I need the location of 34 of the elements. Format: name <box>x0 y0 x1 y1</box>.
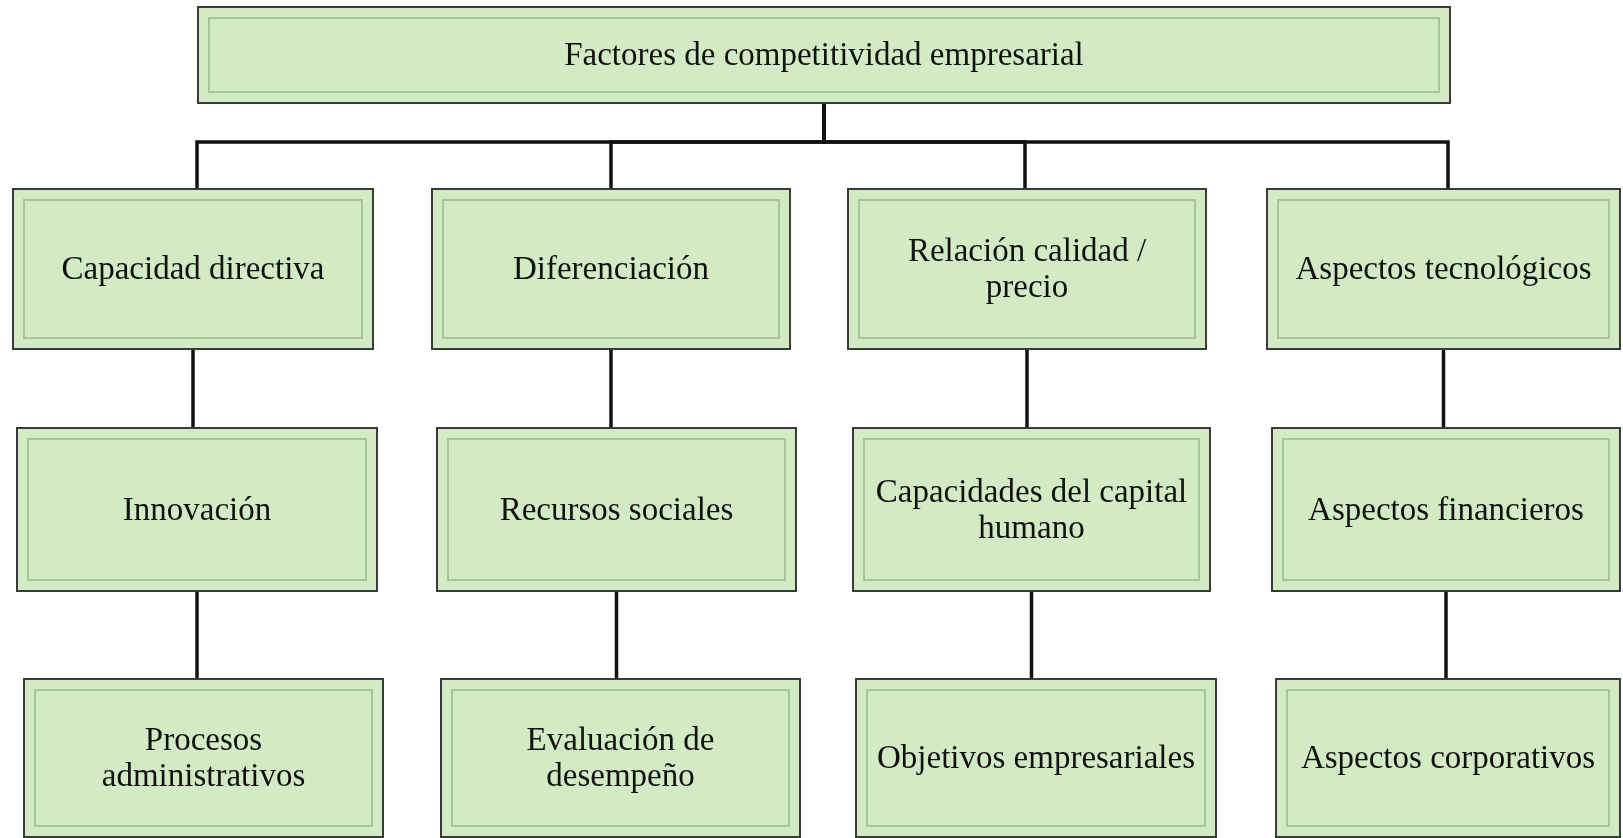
factor-box <box>1271 427 1621 592</box>
factor-box <box>855 678 1217 838</box>
connector-line <box>1441 350 1446 427</box>
factor-box <box>847 188 1207 350</box>
connector-line <box>614 592 619 678</box>
factor-box <box>1266 188 1621 350</box>
factor-box <box>436 427 797 592</box>
box-label: Objetivos empresariales <box>877 740 1195 776</box>
box-label: Innovación <box>122 491 272 528</box>
factor-box <box>440 678 801 838</box>
connector-line <box>195 592 199 678</box>
factor-box <box>16 427 378 592</box>
box-label: Diferenciación <box>512 251 710 287</box>
box-label: Aspectos corporativos <box>1300 740 1596 776</box>
box-label: Recursos sociales <box>499 491 734 528</box>
box-label: Relación calidad / precio <box>906 233 1148 305</box>
title-box <box>197 6 1451 104</box>
connector-line <box>191 350 195 427</box>
box-label: Aspectos financieros <box>1308 491 1584 528</box>
connector-line <box>609 350 613 427</box>
box-label: Capacidad directiva <box>61 251 325 287</box>
connector-line <box>1025 350 1029 427</box>
box-label: Procesos administrativos <box>100 722 307 794</box>
box-label: Aspectos tecnológicos <box>1295 251 1592 287</box>
factor-box <box>852 427 1211 592</box>
box-label: Evaluación de desempeño <box>525 722 716 794</box>
connector-line <box>1029 592 1034 678</box>
box-label: Capacidades del capital humano <box>874 473 1189 546</box>
box-label: Factores de competitividad empresarial <box>564 37 1084 73</box>
factor-box <box>1275 678 1621 838</box>
connector-line <box>1444 592 1448 678</box>
factor-box <box>23 678 384 838</box>
factor-box <box>12 188 374 350</box>
factor-box <box>431 188 791 350</box>
